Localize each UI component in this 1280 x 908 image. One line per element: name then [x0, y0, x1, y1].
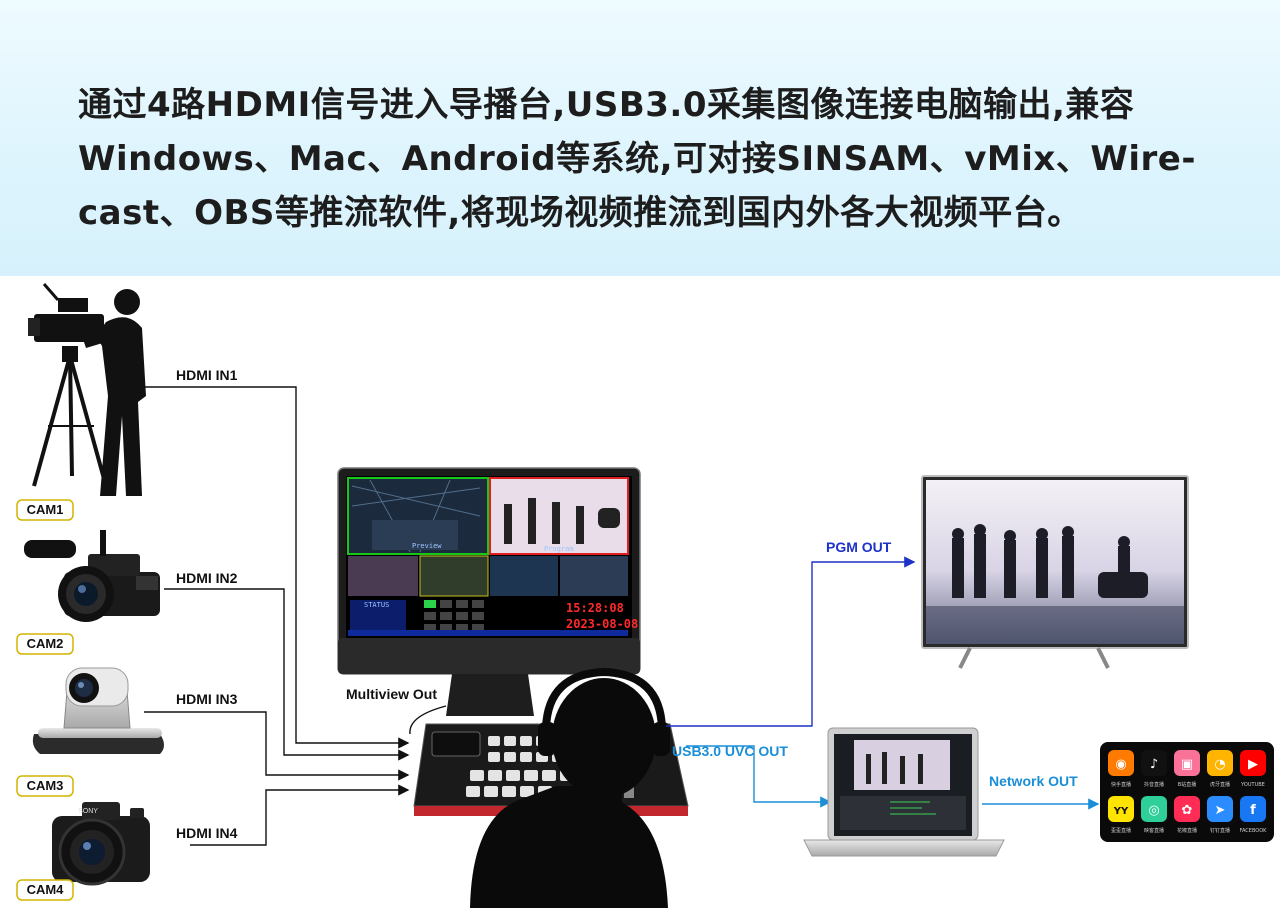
app-label: 快手直播: [1111, 781, 1131, 788]
pgm-out-label: PGM OUT: [826, 539, 892, 555]
pgm-out-line: [666, 556, 916, 727]
band-on-stage: [952, 524, 1148, 598]
multiview-monitor: Preview Program STATUS 15:28:08 2023-08-…: [337, 467, 641, 716]
yy-icon: [1108, 796, 1134, 822]
yy-icon-glyph: YY: [1113, 806, 1129, 817]
app-label: YOUTUBE: [1240, 782, 1265, 788]
camcorder-icon: [24, 530, 160, 622]
douyin-icon-glyph: ♪: [1150, 757, 1158, 772]
kuaishou-icon: [1108, 750, 1134, 776]
operator-silhouette: [470, 667, 670, 908]
huya-icon: [1207, 750, 1233, 776]
switcher-buttons: [466, 736, 574, 797]
hdmi-in1-label: HDMI IN1: [176, 367, 238, 383]
app-label: 歪歪直播: [1111, 827, 1131, 834]
hdmi-in4-label: HDMI IN4: [176, 825, 238, 841]
bilibili-icon: [1174, 750, 1200, 776]
svg-text:CAM3: CAM3: [27, 778, 64, 793]
multiview-out-label: Multiview Out: [346, 686, 437, 702]
huya-icon-glyph: ◔: [1214, 757, 1225, 772]
header-line-2: Windows、Mac、Android等系统,可对接SINSAM、vMix、Wi…: [78, 139, 1196, 179]
header-banner: 通过4路HDMI信号进入导播台,USB3.0采集图像连接电脑输出,兼容 Wind…: [0, 0, 1280, 276]
youtube-icon-glyph: ▶: [1248, 757, 1258, 772]
facebook-icon: [1240, 796, 1266, 822]
hdmi-in3-label: HDMI IN3: [176, 691, 238, 707]
header-line-3: cast、OBS等推流软件,将现场视频推流到国内外各大视频平台。: [78, 193, 1082, 233]
kuaishou-icon-glyph: ◉: [1115, 757, 1126, 772]
svg-text:SONY: SONY: [78, 808, 98, 815]
app-label: FACEBOOK: [1240, 828, 1268, 834]
multiview-cable: [409, 705, 447, 735]
svg-text:STATUS: STATUS: [364, 601, 389, 609]
inke-icon: [1141, 796, 1167, 822]
cam3-tag: CAM3: [16, 775, 74, 797]
svg-text:CAM4: CAM4: [27, 882, 65, 897]
youtube-icon: [1240, 750, 1266, 776]
network-out-label: Network OUT: [989, 773, 1078, 789]
cam4-tag: CAM4: [16, 879, 74, 901]
app-label: 钉钉直播: [1210, 827, 1230, 834]
usb-out-line: [686, 745, 832, 808]
laptop: [803, 727, 1005, 857]
tv-display: [921, 475, 1189, 669]
dingtalk-icon-glyph: ➤: [1215, 803, 1226, 818]
svg-text:Preview: Preview: [412, 542, 442, 550]
huajiao-icon-glyph: ✿: [1182, 803, 1193, 818]
camera-operator-silhouette: [28, 283, 146, 496]
app-label: 抖音直播: [1144, 781, 1164, 788]
dslr-camera-icon: SONY: [52, 802, 150, 886]
svg-text:CAM2: CAM2: [27, 636, 64, 651]
cam1-tag: CAM1: [16, 499, 74, 521]
hdmi-in2-label: HDMI IN2: [176, 570, 238, 586]
cam2-tag: CAM2: [16, 633, 74, 655]
usb-uvc-out-label: USB3.0 UVC OUT: [672, 743, 788, 759]
svg-text:2023-08-08: 2023-08-08: [566, 617, 638, 631]
app-label: B站直播: [1178, 781, 1196, 788]
dingtalk-icon: [1207, 796, 1233, 822]
header-line-1: 通过4路HDMI信号进入导播台,USB3.0采集图像连接电脑输出,兼容: [78, 85, 1135, 125]
ptz-camera-icon: [32, 667, 164, 754]
app-label: 虎牙直播: [1210, 781, 1230, 788]
inke-icon-glyph: ◎: [1148, 803, 1159, 818]
bilibili-icon-glyph: ▣: [1181, 757, 1193, 772]
app-label: 映客直播: [1144, 827, 1164, 834]
huajiao-icon: [1174, 796, 1200, 822]
svg-text:CAM1: CAM1: [27, 502, 64, 517]
hdmi-lines: [144, 386, 410, 846]
facebook-icon-glyph: f: [1250, 803, 1256, 818]
app-label: 花椒直播: [1177, 827, 1197, 834]
header-description: 通过4路HDMI信号进入导播台,USB3.0采集图像连接电脑输出,兼容 Wind…: [78, 78, 1208, 240]
streaming-platforms-panel: ◉ 快手直播 ♪ 抖音直播 ▣ B站直播 ◔ 虎牙直播 ▶ YOUTUBE YY 歪歪直播 ◎ 映客直播 ✿…: [1100, 742, 1274, 842]
svg-text:Program: Program: [544, 545, 574, 553]
douyin-icon: [1141, 750, 1167, 776]
svg-text:15:28:08: 15:28:08: [566, 601, 624, 615]
connection-diagram: CAM1 CAM2 CAM3 SONY: [16, 283, 1274, 908]
